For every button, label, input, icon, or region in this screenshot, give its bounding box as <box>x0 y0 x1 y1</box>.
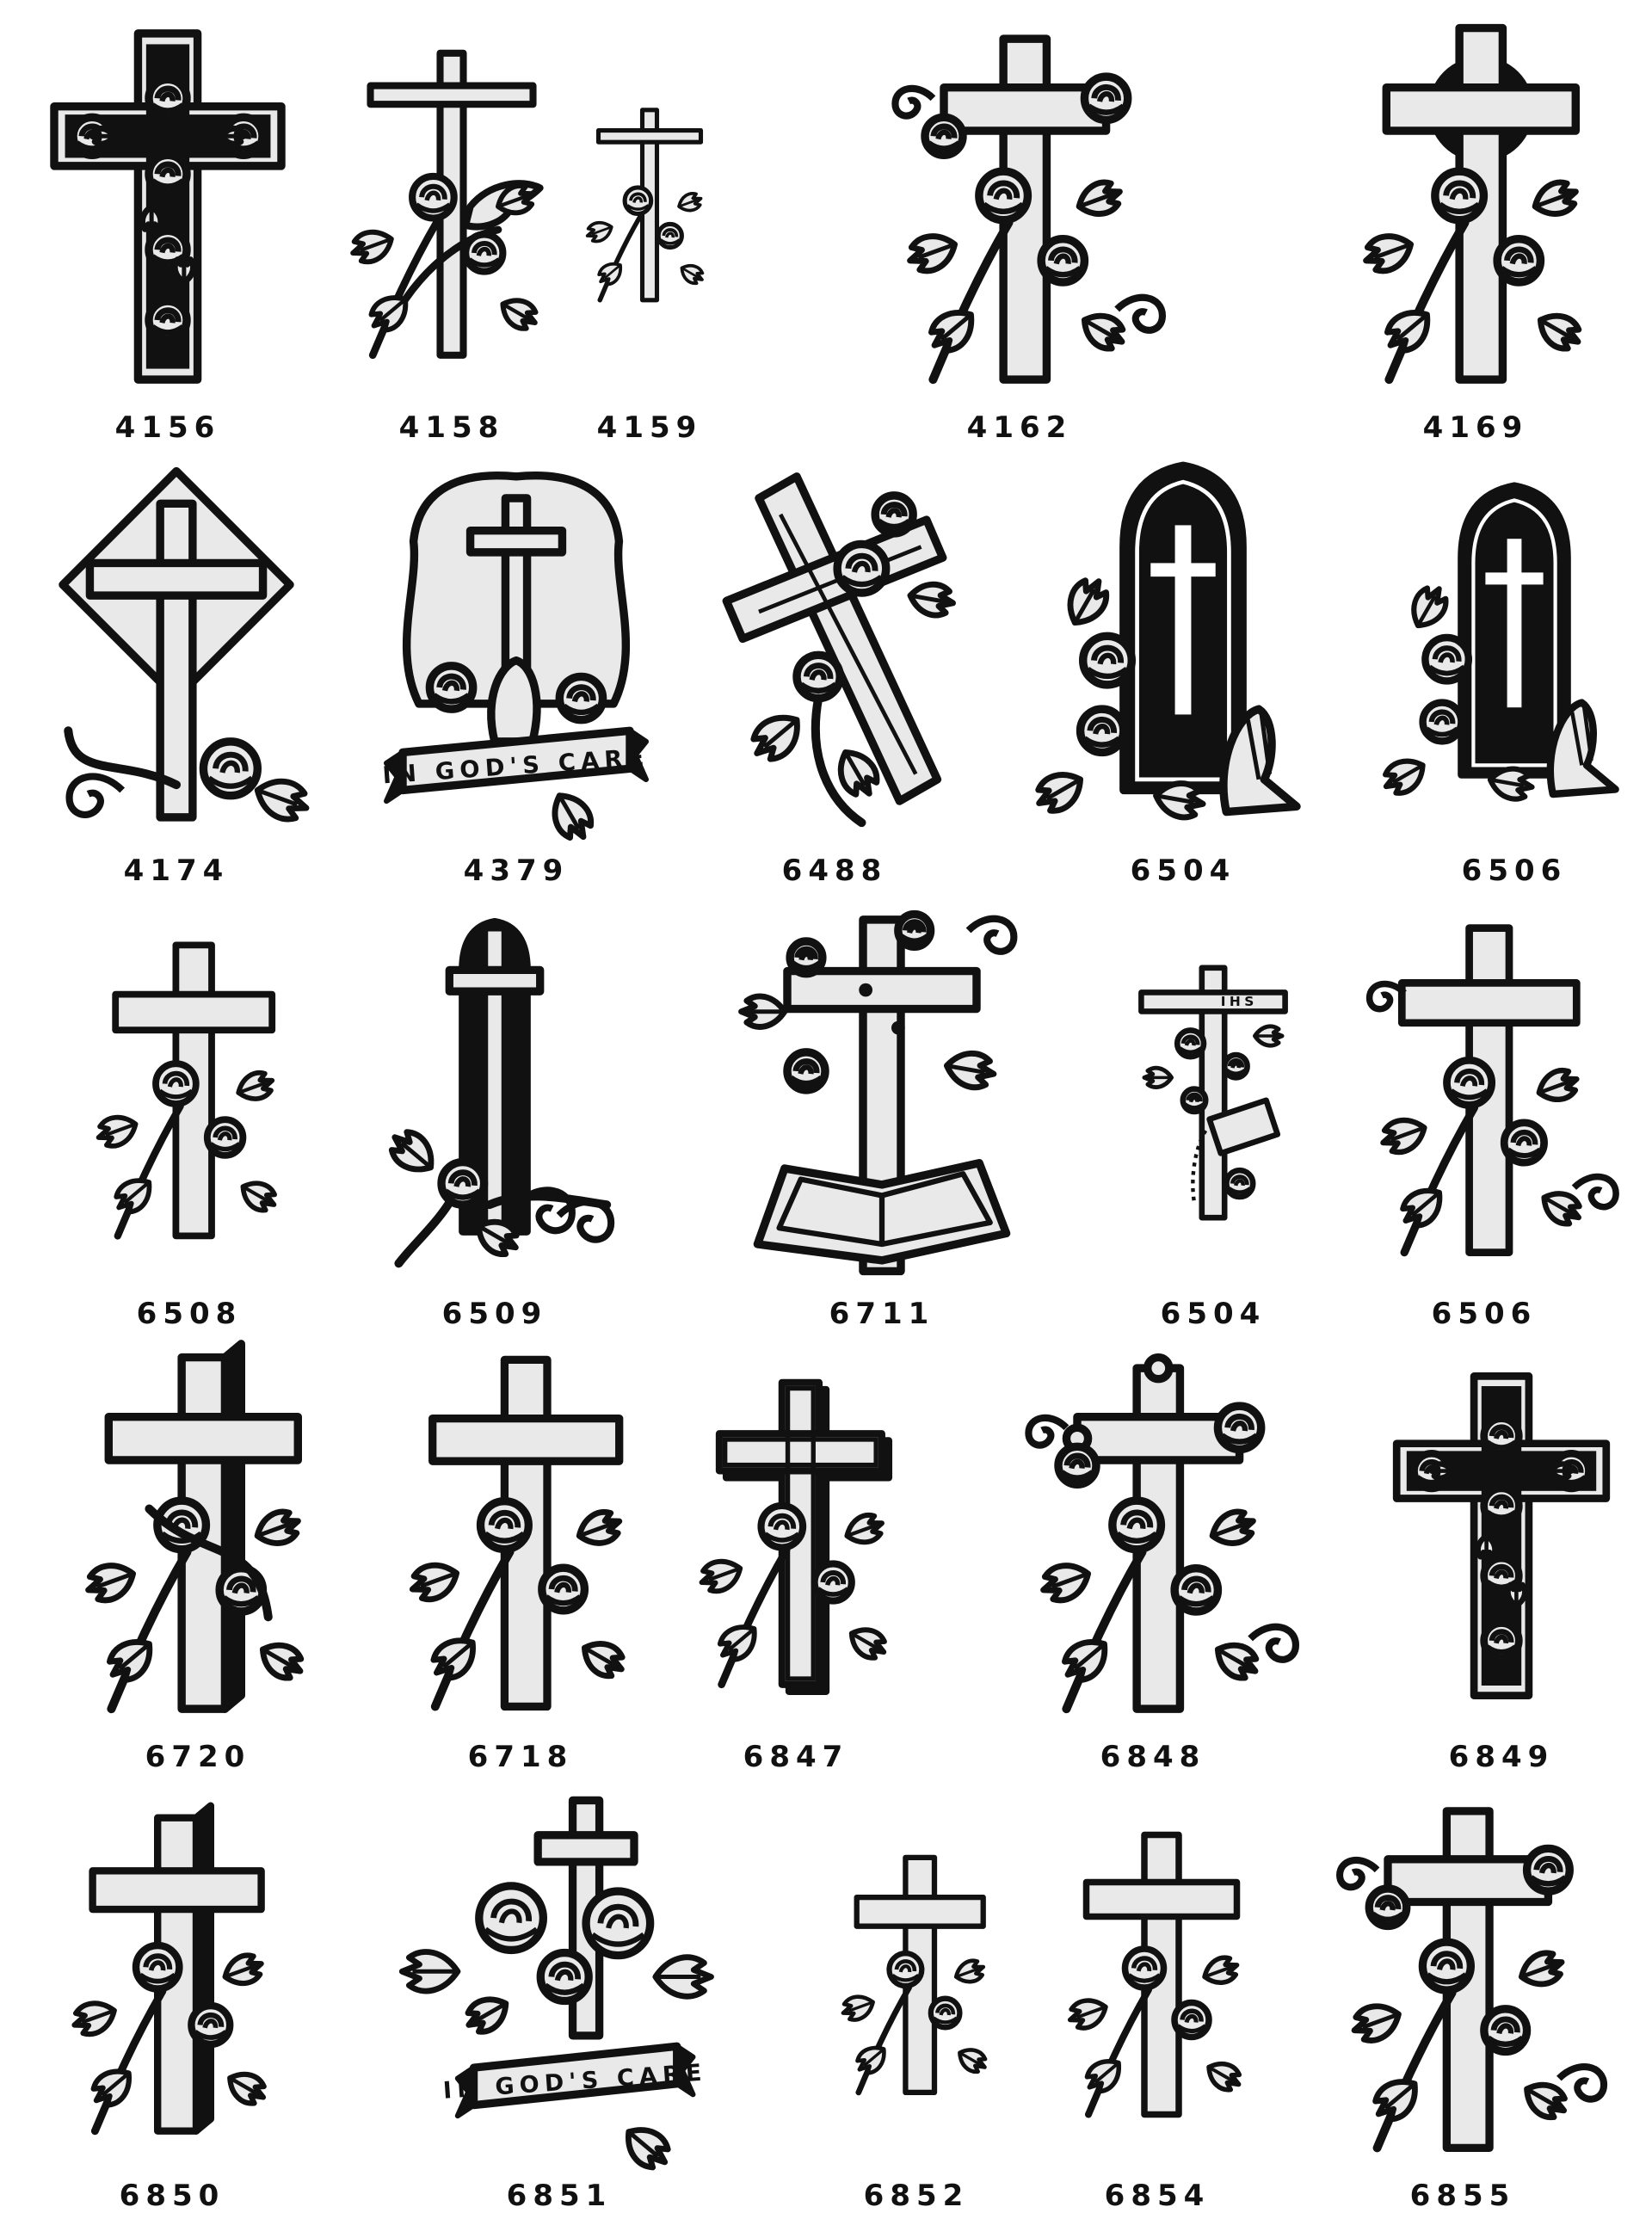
budded-cross-with-rose-spray-icon <box>1025 1353 1300 1714</box>
emblem-item: 4169 <box>1316 17 1635 444</box>
emblem-item: 4174 <box>26 460 327 887</box>
emblem-code-label: 6506 <box>1461 854 1568 888</box>
emblem-item: 6852 <box>826 1790 1007 2212</box>
diamond-cross-with-rose-icon <box>59 466 310 823</box>
emblem-code-label: 6508 <box>136 1297 243 1331</box>
emblem-item: 6488 <box>688 460 981 887</box>
emblem-item: 4162 <box>731 17 1308 444</box>
emblem-code-label: 6850 <box>119 2179 225 2213</box>
emblem-item: 6854 <box>1050 1790 1265 2212</box>
emblem-item: 6720 <box>60 1340 336 1774</box>
emblem-item: 6848 <box>955 1347 1351 1773</box>
3d-cross-with-rose-icon <box>71 1802 267 2136</box>
emblem-item: IN GOD'S CARE 6851 <box>344 1790 774 2212</box>
cross-with-praying-hands-icon: IN GOD'S CARE <box>382 472 650 841</box>
cross-with-flower-vine-icon <box>96 941 277 1240</box>
rustic-cross-with-roses-icon <box>722 472 956 828</box>
slender-cross-with-rose-icon <box>585 108 705 303</box>
emblem-item: 6509 <box>361 903 628 1330</box>
emblem-item: 6847 <box>680 1347 912 1773</box>
emblem-item: IN GOD'S CARE 4379 <box>361 460 671 887</box>
emblem-code-label: 4156 <box>114 410 221 445</box>
arched-cross-with-scroll-icon <box>388 917 615 1268</box>
cross-with-rose-and-scroll-icon <box>1365 924 1619 1257</box>
3d-cross-with-roses-and-ribbon-icon <box>85 1340 305 1714</box>
cross-with-roses-icon <box>1392 1372 1611 1699</box>
emblem-item: 6711 <box>706 903 1058 1330</box>
cross-with-rose-vine-icon <box>841 1854 988 2096</box>
emblem-code-label: 4159 <box>596 410 703 445</box>
cross-with-rose-spray-icon <box>891 34 1167 385</box>
cross-with-roses-icon: IN GOD'S CARE <box>398 1796 714 2171</box>
emblem-code-label: 6488 <box>781 854 888 888</box>
emblem-item: 6850 <box>52 1790 293 2212</box>
cross-with-halo-and-rose-vine-icon <box>1363 23 1582 385</box>
emblem-item: 4156 <box>17 17 318 444</box>
emblem-code-label: 6509 <box>441 1297 548 1331</box>
cross-with-roses-icon <box>50 29 286 384</box>
emblem-code-label: 6849 <box>1448 1740 1555 1774</box>
emblem-code-label: 6720 <box>145 1740 251 1774</box>
emblem-code-label: 6852 <box>863 2179 970 2213</box>
emblem-item: 4158 <box>336 17 568 444</box>
cross-with-rose-spray-icon <box>1336 1807 1608 2153</box>
emblem-item: 6508 <box>77 903 301 1330</box>
emblem-item: IHS 6504 <box>1119 903 1308 1330</box>
cross-with-dove-and-rose-icon <box>350 49 544 360</box>
emblem-code-label: 6504 <box>1130 854 1236 888</box>
outlined-cross-with-rose-icon <box>699 1378 893 1695</box>
emblem-code-label: 4174 <box>123 854 230 888</box>
gothic-window-cross-with-praying-hands-icon <box>1035 461 1301 821</box>
emblem-code-label: 6854 <box>1104 2179 1211 2213</box>
emblem-code-label: 6848 <box>1100 1740 1206 1774</box>
emblem-code-label: 6855 <box>1409 2179 1516 2213</box>
emblem-code-label: 4169 <box>1422 410 1529 445</box>
cross-with-open-bible-icon <box>738 909 1018 1276</box>
emblem-code-label: 4158 <box>398 410 505 445</box>
ihs-cross-with-rosary-and-bible-icon: IHS <box>1138 965 1288 1221</box>
emblem-code-label: 4162 <box>966 410 1073 445</box>
emblem-item: 6506 <box>1359 903 1619 1331</box>
emblem-item: 4159 <box>576 17 723 444</box>
emblem-code-label: 6847 <box>743 1740 849 1774</box>
ihs-inscription: IHS <box>1221 994 1258 1009</box>
gothic-window-cross-with-praying-hands-icon <box>1383 482 1619 802</box>
emblem-item: 6504 <box>989 460 1377 887</box>
cross-with-rose-stem-icon <box>409 1355 626 1711</box>
emblem-code-label: 6711 <box>829 1297 935 1331</box>
cross-with-rose-icon <box>1067 1831 1242 2118</box>
emblem-code-label: 6506 <box>1431 1297 1538 1331</box>
emblem-code-label: 4379 <box>463 854 570 888</box>
emblem-item: 6506 <box>1383 460 1635 888</box>
emblem-item: 6849 <box>1377 1347 1626 1773</box>
emblem-code-label: 6504 <box>1160 1297 1267 1331</box>
emblem-code-label: 6851 <box>506 2179 613 2213</box>
emblem-code-label: 6718 <box>467 1740 574 1774</box>
emblem-item: 6718 <box>387 1347 654 1773</box>
emblem-item: 6855 <box>1299 1790 1626 2212</box>
